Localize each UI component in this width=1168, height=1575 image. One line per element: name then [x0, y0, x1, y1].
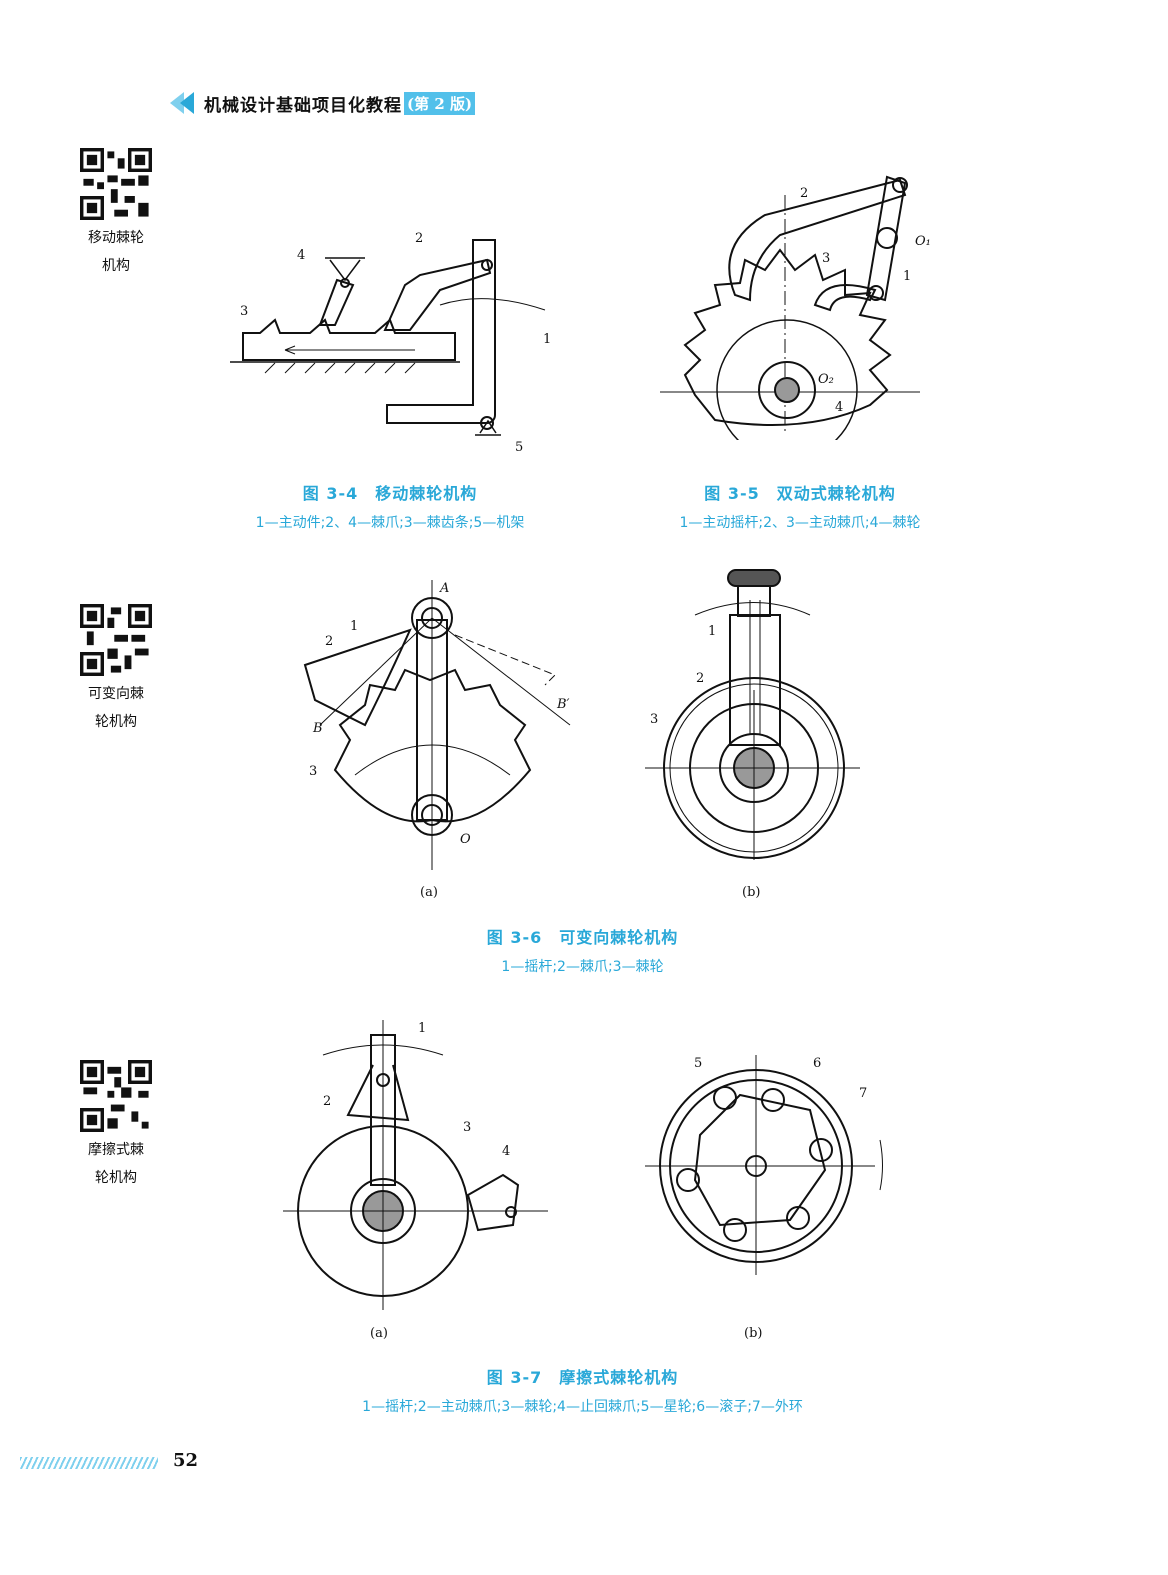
svg-text:5: 5 — [515, 440, 523, 455]
figure-3-7a-drawing: 1 2 3 4 — [283, 1020, 548, 1310]
svg-text:1: 1 — [350, 619, 358, 634]
book-title: 机械设计基础项目化教程 — [204, 95, 402, 116]
svg-text:A: A — [439, 581, 449, 596]
svg-text:2: 2 — [323, 1094, 331, 1109]
figure-3-6b-drawing: 1 2 3 — [645, 569, 860, 860]
svg-text:5: 5 — [694, 1056, 702, 1071]
svg-text:1: 1 — [708, 624, 716, 639]
subfigure-label-b: (b) — [742, 885, 761, 900]
edition-badge: (第 2 版) — [404, 91, 476, 115]
svg-text:2: 2 — [800, 186, 808, 201]
svg-text:2: 2 — [696, 671, 704, 686]
svg-text:3: 3 — [240, 304, 248, 319]
qr-code-icon[interactable] — [80, 604, 152, 676]
qr-label: 可变向棘轮机构 — [88, 686, 144, 730]
svg-text:4: 4 — [835, 400, 843, 415]
subfigure-label-b: (b) — [744, 1326, 763, 1341]
figure-3-6-caption: 图 3-6 可变向棘轮机构 1—摇杆;2—棘爪;3—棘轮 — [486, 928, 679, 975]
triangle-icon — [180, 92, 194, 114]
qr-label: 移动棘轮机构 — [88, 230, 144, 274]
figure-3-4-drawing: 1 2 3 4 5 — [230, 231, 551, 455]
svg-text:B: B — [312, 721, 323, 736]
svg-text:1: 1 — [543, 332, 551, 347]
figure-3-5-caption: 图 3-5 双动式棘轮机构 1—主动摇杆;2、3—主动棘爪;4—棘轮 — [679, 484, 921, 531]
footer-stripes — [20, 1457, 158, 1469]
svg-text:3: 3 — [463, 1120, 471, 1135]
page-number: 52 — [173, 1450, 199, 1471]
svg-text:1: 1 — [418, 1021, 426, 1036]
figure-3-5-drawing: 2 3 1 4 O₁ O₂ — [660, 175, 931, 440]
figure-3-4-caption: 图 3-4 移动棘轮机构 1—主动件;2、4—棘爪;3—棘齿条;5—机架 — [255, 484, 525, 531]
svg-text:1: 1 — [903, 269, 911, 284]
svg-text:6: 6 — [813, 1056, 821, 1071]
figure-3-7b-drawing: 5 6 7 — [645, 1055, 883, 1275]
figure-3-6a-drawing: 1 2 3 A B B′ O — [303, 580, 571, 870]
svg-text:O₂: O₂ — [818, 372, 834, 387]
svg-text:3: 3 — [309, 764, 317, 779]
svg-text:O₁: O₁ — [915, 234, 931, 249]
svg-text:3: 3 — [650, 712, 658, 727]
svg-text:B′: B′ — [556, 697, 570, 712]
running-header: 机械设计基础项目化教程 (第 2 版) — [170, 90, 476, 116]
svg-text:O: O — [460, 832, 471, 847]
svg-text:2: 2 — [325, 634, 333, 649]
subfigure-label-a: (a) — [370, 1326, 388, 1341]
qr-code-icon[interactable] — [80, 148, 152, 220]
figure-3-7-caption: 图 3-7 摩擦式棘轮机构 1—摇杆;2—主动棘爪;3—棘轮;4—止回棘爪;5—… — [362, 1368, 803, 1415]
svg-text:3: 3 — [822, 251, 830, 266]
svg-text:4: 4 — [502, 1144, 510, 1159]
svg-text:4: 4 — [297, 248, 305, 263]
qr-code-icon[interactable] — [80, 1060, 152, 1132]
svg-text:7: 7 — [859, 1086, 867, 1101]
svg-text:2: 2 — [415, 231, 423, 246]
subfigure-label-a: (a) — [420, 885, 438, 900]
qr-label: 摩擦式棘轮机构 — [88, 1142, 144, 1186]
